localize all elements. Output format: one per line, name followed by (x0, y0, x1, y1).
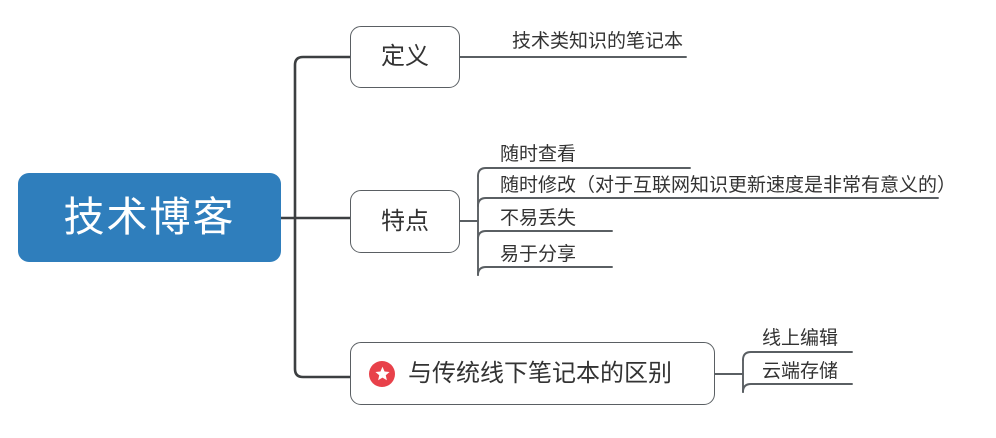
link-features-leaf-3 (477, 230, 613, 240)
leaf-features-2[interactable]: 随时修改（对于互联网知识更新速度是非常有意义的） (500, 175, 957, 196)
leaf-features-1[interactable]: 随时查看 (500, 144, 577, 165)
root-node-label: 技术博客 (63, 194, 236, 240)
root-node[interactable]: 技术博客 (18, 173, 281, 262)
branch-node-features[interactable]: 特点 (350, 190, 460, 253)
leaf-definition-1[interactable]: 技术类知识的笔记本 (512, 31, 684, 52)
leaf-features-3[interactable]: 不易丢失 (500, 208, 577, 229)
branch-node-difference-label: 与传统线下笔记本的区别 (408, 359, 672, 387)
link-difference-leaf-2 (742, 383, 853, 393)
branch-node-definition-label: 定义 (381, 43, 429, 70)
link-features-leaf-2 (477, 197, 939, 207)
link-features-leaf-4 (477, 266, 613, 276)
star-icon (369, 360, 395, 387)
leaf-difference-2[interactable]: 云端存储 (762, 361, 839, 382)
branch-node-definition[interactable]: 定义 (350, 26, 460, 88)
leaf-features-4[interactable]: 易于分享 (500, 244, 577, 265)
leaf-difference-1[interactable]: 线上编辑 (762, 328, 839, 349)
link-trunk-to-definition (293, 55, 352, 220)
link-trunk-to-difference (293, 216, 352, 379)
branch-node-features-label: 特点 (381, 207, 429, 235)
branch-node-difference[interactable]: 与传统线下笔记本的区别 (350, 342, 715, 405)
link-difference-leaf-1 (742, 351, 853, 361)
